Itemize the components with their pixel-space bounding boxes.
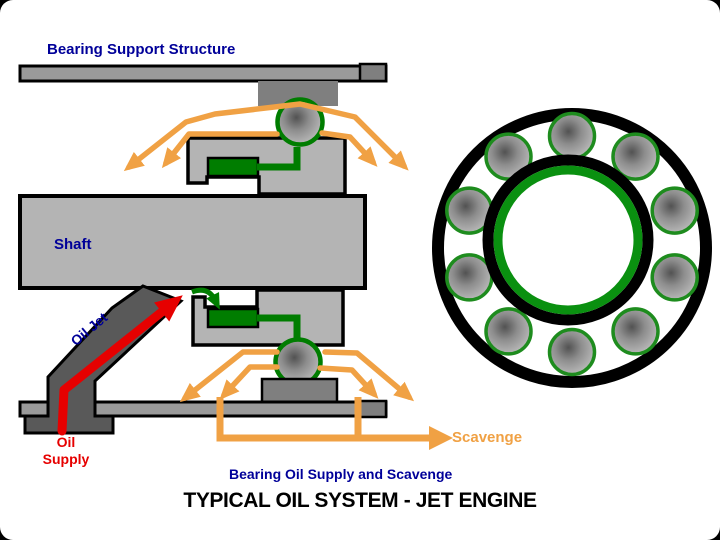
bearing-support-structure-label: Bearing Support Structure [47,41,236,58]
upper-oil-mist-arrow-left-inner [161,131,280,169]
scavenge-arrowhead-icon [429,426,453,450]
shaft-label: Shaft [54,236,92,253]
lower-oil-mist-arrow-right-inner [317,365,379,399]
lower-oil-mist-arrow-left-inner [219,364,280,400]
bearing-ball [650,186,699,235]
caption-label: Bearing Oil Supply and Scavenge [229,466,453,482]
oil-supply-label: Oil Supply [26,434,106,468]
upper-casing-bar [18,64,388,83]
lower-oil-mist-arrow-left-outer [179,349,280,403]
ball-bearing-front-view [432,108,712,388]
bearing-ball [547,111,597,161]
oil-supply-label-line1: Oil [56,434,76,450]
lower-casing-bar-end [357,399,388,419]
bearing-inner-race-oil-ring [493,165,643,315]
bearing-ball [445,253,494,302]
slide-title: TYPICAL OIL SYSTEM - JET ENGINE [183,489,537,512]
shaft-shape [18,194,367,290]
bearing-ball [650,253,699,302]
bearing-ball [611,132,660,181]
bearing-balls [445,111,699,377]
oil-supply-label-line2: Supply [42,451,90,467]
scavenge-label: Scavenge [452,429,523,446]
upper-casing-bar-end [358,62,388,83]
upper-bearing-ball [275,97,325,147]
upper-oil-jet-nozzle [206,156,260,178]
bearing-ball [484,307,533,356]
upper-oil-mist-arrow-outer [123,101,409,172]
lower-oil-pipe [257,314,301,340]
bearing-ball [547,327,597,377]
upper-oil-mist-arrow-right-inner [319,130,378,167]
oil-supply-flow-arrow [57,295,183,436]
oil-jet-entry-arrow [191,287,220,310]
lower-oil-mist-arrow-right-outer [322,349,415,402]
bearing-ball [611,307,660,356]
lower-bearing-hub-block [260,377,339,404]
lower-oil-jet-nozzle [206,307,260,329]
